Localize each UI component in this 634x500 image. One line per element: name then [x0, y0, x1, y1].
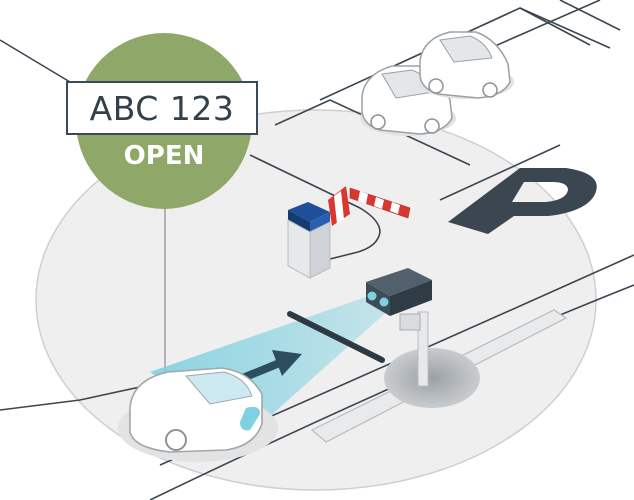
- incoming-car-icon: [118, 367, 278, 462]
- parking-p-marking: [448, 168, 597, 234]
- pole-shadow: [384, 348, 480, 408]
- camera-icon: [366, 268, 432, 316]
- plate-recognition-badge: ABC 123 OPEN: [66, 33, 262, 229]
- gate-status-label: OPEN: [123, 141, 205, 171]
- stop-line: [287, 311, 385, 363]
- license-plate: ABC 123: [66, 81, 258, 135]
- camera-pole: [417, 311, 429, 387]
- barrier-gate-icon: [287, 186, 411, 279]
- parked-car-icon: [418, 31, 514, 99]
